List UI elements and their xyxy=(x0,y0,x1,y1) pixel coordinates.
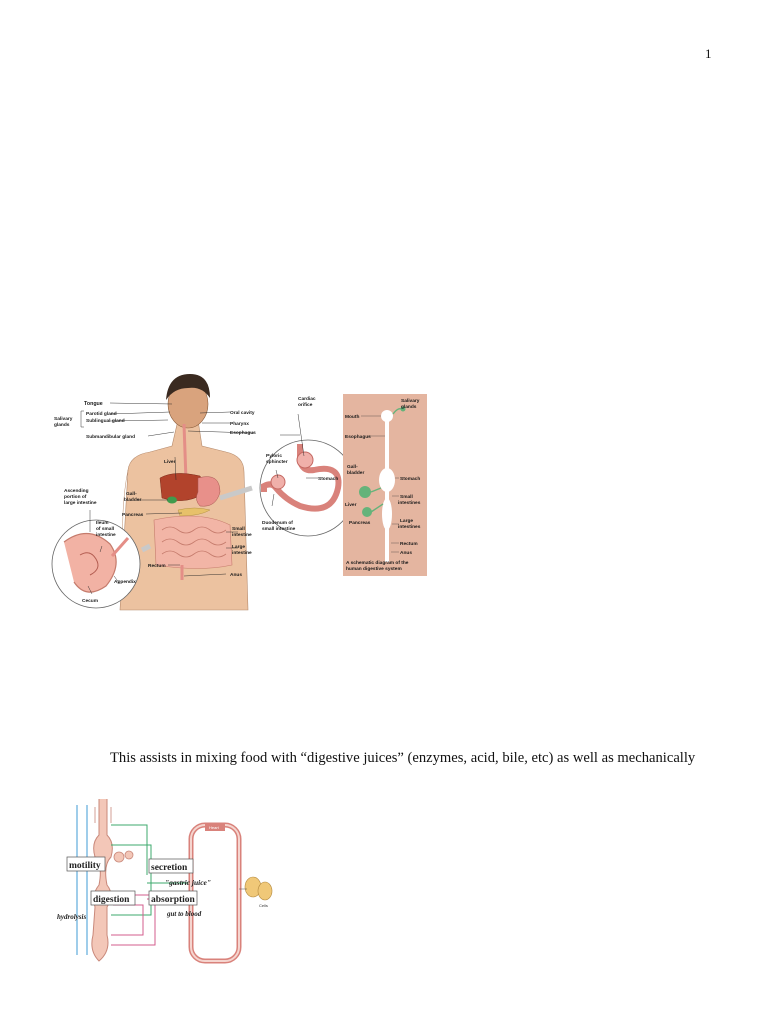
label-gall: Gall- xyxy=(126,491,137,497)
label-cecum: Cecum xyxy=(82,598,98,604)
digestive-anatomy-figure: Tongue Parotid gland Sublingual gland Sa… xyxy=(51,374,357,611)
label-large: Large xyxy=(232,544,245,550)
label-sublingual-gland: Sublingual gland xyxy=(86,418,125,424)
label-ileum: Ileum xyxy=(96,520,109,526)
schematic-label-rectum: Rectum xyxy=(400,541,418,547)
label-portion-of: portion of xyxy=(64,494,87,500)
label-pharynx: Pharynx xyxy=(230,421,249,427)
digestion-process-figure: motility secretion "gastric juice" diges… xyxy=(57,799,273,964)
label-rectum: Rectum xyxy=(148,563,166,569)
label-sphincter: sphincter xyxy=(266,459,288,465)
page-number: 1 xyxy=(705,46,712,61)
label-anus: Anus xyxy=(230,572,242,578)
schematic-label-salivary: Salivary xyxy=(401,398,420,404)
schematic-label-glands: glands xyxy=(401,404,417,410)
label-small: Small xyxy=(232,526,245,532)
schematic-label-esophagus: Esophagus xyxy=(345,434,371,440)
label-liver: Liver xyxy=(164,459,176,465)
schematic-caption-line1: A schematic diagram of the xyxy=(346,560,409,566)
label-of-small: of small xyxy=(96,526,114,532)
schematic-label-small: Small xyxy=(400,494,413,500)
schematic-label-bladder: bladder xyxy=(347,470,364,476)
label-orifice: orifice xyxy=(298,402,313,408)
flow-label-absorption: absorption xyxy=(151,895,196,905)
label-pancreas: Pancreas xyxy=(122,512,144,518)
flow-label-motility: motility xyxy=(69,861,101,871)
label-pyloric: Pyloric xyxy=(266,453,282,459)
flow-label-gut-to-blood: gut to blood xyxy=(166,910,202,918)
label-submandibular-gland: Submandibular gland xyxy=(86,434,135,440)
schematic-label-gall: Gall- xyxy=(347,464,358,470)
digestive-schematic-figure: Mouth Salivary glands Esophagus Gall- bl… xyxy=(343,394,427,576)
flow-label-secretion: secretion xyxy=(151,863,188,873)
secretion-box xyxy=(148,858,194,874)
label-cardiac: Cardiac xyxy=(298,396,316,402)
label-duodenum-small-intestine: small intestine xyxy=(262,526,296,532)
label-esophagus: Esophagus xyxy=(230,430,256,436)
flow-label-cells: Cells xyxy=(259,903,268,908)
label-appendix: Appendix xyxy=(114,579,136,585)
schematic-label-pancreas: Pancreas xyxy=(349,520,371,526)
schematic-label-stomach: Stomach xyxy=(400,476,420,482)
absorption-box xyxy=(148,890,198,906)
label-intestine: intestine xyxy=(96,532,116,538)
label-oral-cavity: Oral cavity xyxy=(230,410,255,416)
schematic-label-liver: Liver xyxy=(345,502,357,508)
label-glands: glands xyxy=(54,422,70,428)
label-bladder: bladder xyxy=(124,497,141,503)
schematic-caption-line2: human digestive system xyxy=(346,566,402,572)
label-parotid-gland: Parotid gland xyxy=(86,411,117,417)
motility-box xyxy=(66,856,106,872)
flow-label-heart: Heart xyxy=(209,825,220,830)
label-duodenum: Duodenum of xyxy=(262,520,293,526)
schematic-label-anus: Anus xyxy=(400,550,412,556)
label-large-intestine: large intestine xyxy=(64,500,97,506)
schematic-label-mouth: Mouth xyxy=(345,414,359,420)
label-small-intestine-word: intestine xyxy=(232,532,252,538)
schematic-label-small-intestines: intestines xyxy=(398,500,421,506)
label-salivary: Salivary xyxy=(54,416,73,422)
schematic-label-large-intestines: intestines xyxy=(398,524,421,530)
flow-label-gastric-juice: "gastric juice" xyxy=(165,878,211,887)
label-tongue: Tongue xyxy=(84,401,103,407)
flow-label-digestion: digestion xyxy=(93,895,130,905)
digestion-box xyxy=(90,890,136,906)
schematic-label-large: Large xyxy=(400,518,413,524)
body-paragraph: This assists in mixing food with “digest… xyxy=(110,750,696,766)
label-ascending: Ascending xyxy=(64,488,89,494)
flow-label-hydrolysis: hydrolysis xyxy=(57,913,86,921)
label-large-intestine-word: intestine xyxy=(232,550,252,556)
label-stomach: Stomach xyxy=(318,476,338,482)
